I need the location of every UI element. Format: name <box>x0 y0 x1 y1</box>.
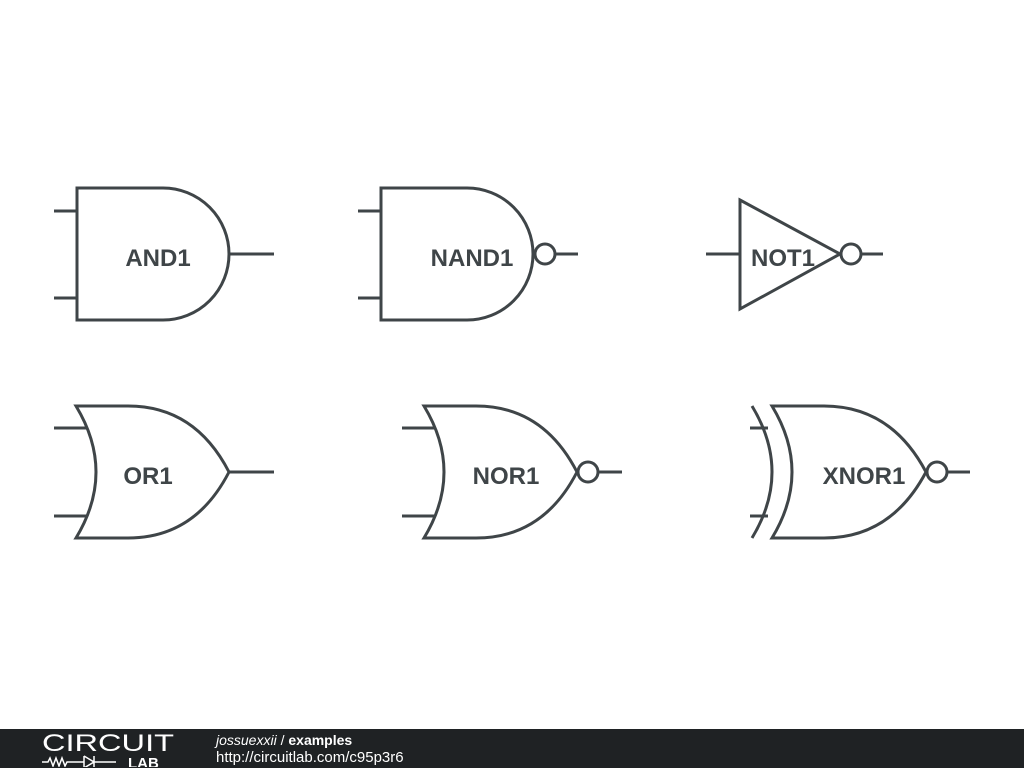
logo-text-bottom: LAB <box>128 755 159 767</box>
xnor-gate[interactable]: XNOR1 <box>750 404 970 540</box>
gate-label: AND1 <box>125 245 190 272</box>
circuit-url[interactable]: http://circuitlab.com/c95p3r6 <box>216 749 404 766</box>
gate-label: NOR1 <box>473 463 540 490</box>
circuitlab-logo[interactable]: CIRCUIT LAB <box>40 731 180 767</box>
footer-info: jossuexxii / examples http://circuitlab.… <box>216 732 404 766</box>
footer-bar: CIRCUIT LAB jossuexxii / examples http:/… <box>0 729 1024 768</box>
gate-label: NOT1 <box>751 245 815 272</box>
or-gate[interactable]: OR1 <box>54 404 274 540</box>
gate-label: NAND1 <box>431 245 514 272</box>
inversion-bubble <box>533 242 557 266</box>
inversion-bubble <box>839 242 863 266</box>
nand-gate[interactable]: NAND1 <box>358 186 578 322</box>
schematic-canvas: AND1 NAND1 NOT1 OR1 NOR1 XNOR1 <box>54 186 970 540</box>
logo-circuit-icon <box>42 755 116 767</box>
gate-label: OR1 <box>123 463 172 490</box>
logo-text-top: CIRCUIT <box>42 731 174 757</box>
inversion-bubble <box>576 460 600 484</box>
path-separator: / <box>276 732 289 748</box>
nor-gate[interactable]: NOR1 <box>402 404 622 540</box>
project-link[interactable]: examples <box>288 732 353 748</box>
and-gate[interactable]: AND1 <box>54 186 274 322</box>
inversion-bubble <box>925 460 949 484</box>
gate-label: XNOR1 <box>823 463 906 490</box>
not-gate[interactable]: NOT1 <box>706 197 883 312</box>
author-link[interactable]: jossuexxii <box>216 732 277 748</box>
